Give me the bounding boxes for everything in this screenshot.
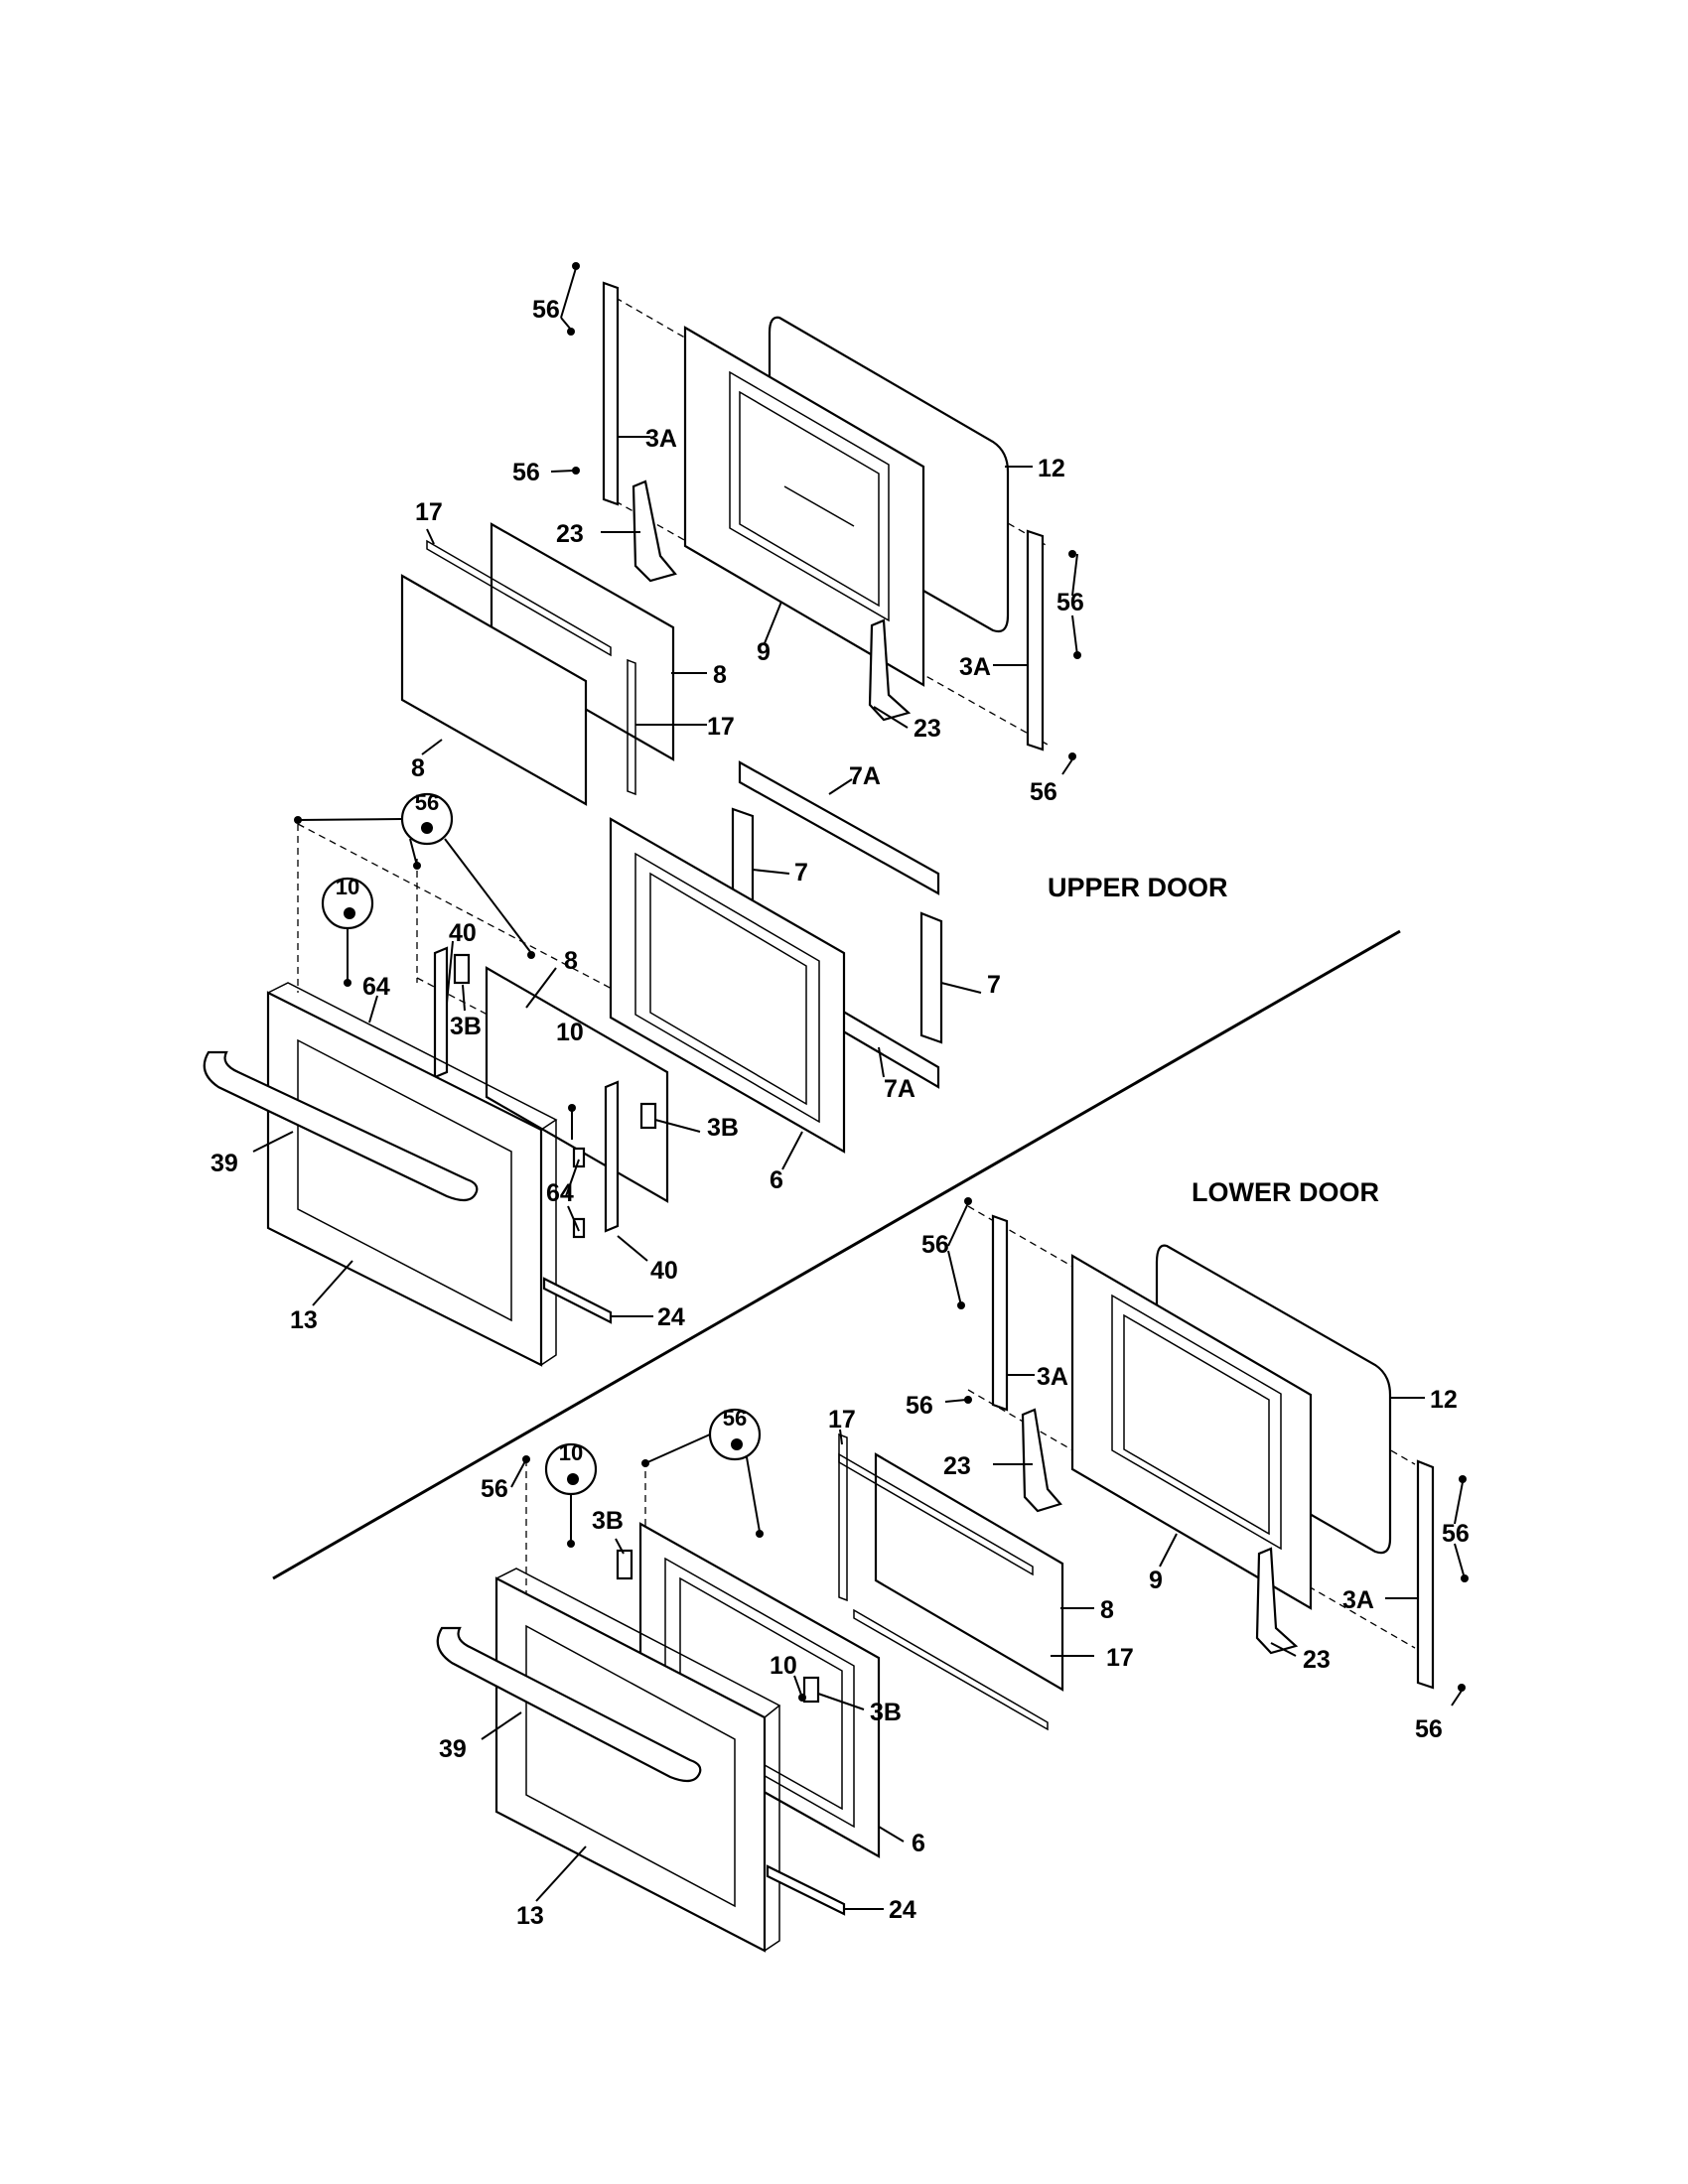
label-6-upper: 6 [770,1166,783,1194]
label-56-lower-left-door: 56 [481,1475,508,1503]
label-40-upper-bottom: 40 [650,1257,678,1285]
section-title-lower-door: LOWER DOOR [1192,1177,1379,1207]
channel-3a-upper-right [1026,529,1045,751]
label-7-upper-left: 7 [794,859,808,887]
clip-3b-upper-left [453,953,471,985]
label-17-upper-bottom: 17 [707,713,735,741]
bracket-40-upper-right [604,1080,620,1233]
clip-3b-upper-right [639,1102,657,1130]
label-23-lower-right: 23 [1303,1646,1331,1674]
callout-label-10-upper: 10 [336,875,359,899]
label-8-lower: 8 [1100,1596,1114,1624]
callout-label-56-upper: 56 [415,790,439,815]
label-13-upper: 13 [290,1306,318,1334]
channel-3a-upper-left [602,281,620,506]
callout-label-10-lower: 10 [559,1440,583,1465]
label-39-upper: 39 [211,1150,238,1177]
label-8-upper-middle: 8 [564,947,578,975]
callout-56-upper: 56 [400,790,454,846]
label-40-upper-top: 40 [449,919,477,947]
hinge-23-lower-right [1255,1547,1299,1655]
label-3a-upper-left: 3A [645,425,677,453]
label-3b-upper-left: 3B [450,1013,482,1040]
insulation-7a-upper-top [738,760,940,895]
hinge-23-upper-right [868,618,912,722]
label-9-lower: 9 [1149,1567,1163,1594]
label-12-upper: 12 [1038,455,1065,482]
section-divider [272,929,1401,1580]
label-17-upper-top: 17 [415,498,443,526]
label-10-lower-middle: 10 [770,1652,797,1680]
label-17-lower-top: 17 [828,1406,856,1433]
label-23-upper-right: 23 [914,715,941,743]
hinge-23-lower-left [1021,1408,1062,1513]
inner-liner-9-upper [683,326,925,687]
label-7a-upper-top: 7A [849,762,881,790]
section-title-upper-door: UPPER DOOR [1048,873,1228,902]
label-56-lower-right: 56 [1442,1520,1470,1548]
glass-8-upper-middle [485,966,669,1203]
glass-8-lower [874,1452,1064,1692]
label-64-upper-bottom: 64 [546,1179,574,1207]
handle-39-lower [436,1626,702,1783]
label-64-upper-top: 64 [362,973,390,1001]
label-3b-lower-left: 3B [592,1507,624,1535]
inner-door-6-upper [609,817,846,1154]
hinge-receiver-24-lower [766,1864,846,1916]
insulation-7-upper-right [919,911,943,1044]
label-17-lower-bottom: 17 [1106,1644,1134,1672]
callout-label-56-lower: 56 [723,1406,747,1431]
callout-10-lower: 10 [544,1440,598,1496]
label-56-upper-top: 56 [532,296,560,324]
label-9-upper: 9 [757,638,771,666]
label-56-lower-top: 56 [921,1231,949,1259]
label-8-upper-front: 8 [411,754,425,782]
hinge-23-upper-left [632,479,677,583]
callout-56-lower: 56 [708,1406,762,1461]
label-8-upper-back: 8 [713,661,727,689]
label-3a-lower-right: 3A [1342,1586,1374,1614]
channel-3a-lower-left [991,1214,1009,1412]
label-56-lower-bottom-right: 56 [1415,1715,1443,1743]
label-56-upper-left: 56 [512,459,540,486]
hinge-receiver-24-upper [542,1277,613,1324]
label-56-lower-left: 56 [906,1392,933,1420]
channel-3a-lower-right [1416,1459,1435,1690]
upper-door-assembly: 56 10 [203,262,1081,1367]
label-24-lower: 24 [889,1896,916,1924]
label-3b-upper-right: 3B [707,1114,739,1142]
label-10-upper-middle: 10 [556,1019,584,1046]
label-6-lower: 6 [912,1830,925,1857]
label-3b-lower-right: 3B [870,1699,902,1726]
label-56-upper-bottom-right: 56 [1030,778,1057,806]
glass-8-upper-front [400,574,588,806]
label-13-lower: 13 [516,1902,544,1930]
label-56-upper-right: 56 [1056,589,1084,616]
clip-3b-lower-right [802,1676,820,1704]
label-39-lower: 39 [439,1735,467,1763]
label-23-upper-left: 23 [556,520,584,548]
label-12-lower: 12 [1430,1386,1458,1414]
label-3a-lower-left: 3A [1037,1363,1068,1391]
bracket-40-upper-left [433,946,449,1079]
lower-door-assembly: 56 10 [436,1197,1469,1953]
inner-liner-9-lower [1070,1254,1313,1610]
label-7-upper-right: 7 [987,971,1001,999]
handle-39-upper [203,1050,479,1202]
label-24-upper: 24 [657,1303,685,1331]
label-23-lower-left: 23 [943,1452,971,1480]
clip-3b-lower-left [616,1549,633,1580]
label-7a-upper-bottom: 7A [884,1075,915,1103]
callout-10-upper: 10 [321,875,374,930]
label-3a-upper-right: 3A [959,653,991,681]
